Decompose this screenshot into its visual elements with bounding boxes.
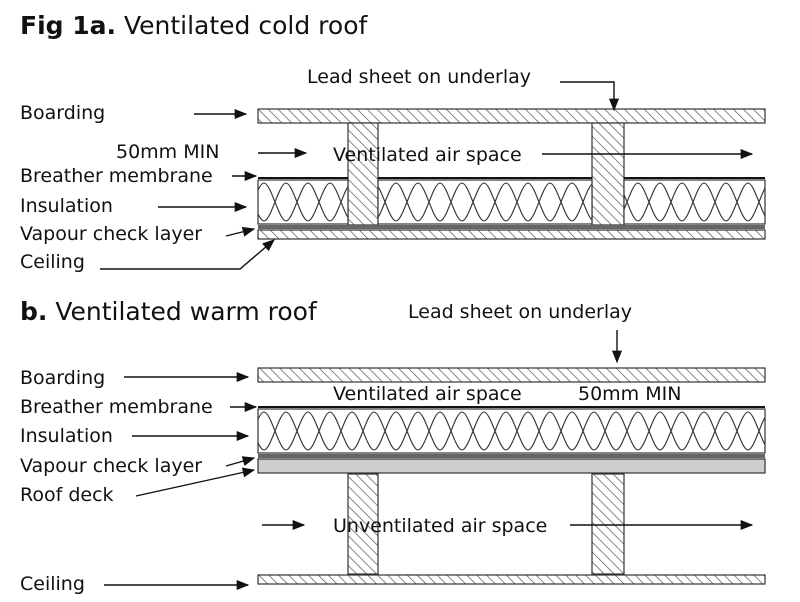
- fig-b-ceiling-label: Ceiling: [20, 573, 85, 595]
- fig-a-joist-right: [591, 122, 625, 226]
- fig-a-insulation-right: [623, 179, 766, 225]
- fig-b-boarding-layer: [257, 367, 766, 383]
- fig-a-vapour-label: Vapour check layer: [20, 223, 202, 245]
- fig-b-vapour-label: Vapour check layer: [20, 455, 202, 477]
- fig-a-breather-label: Breather membrane: [20, 165, 213, 187]
- fig-a-lead-sheet-label: Lead sheet on underlay: [307, 66, 531, 88]
- fig-b-joist-left: [347, 473, 379, 575]
- fig-b-vapour-arrow: [225, 456, 256, 467]
- fig-a-min-gap-label: 50mm MIN: [116, 141, 219, 163]
- fig-b-title-bold: b.: [20, 297, 47, 326]
- fig-a-ceiling-arrow: [100, 239, 275, 270]
- svg-text:Fig 1a. Ventilated cold roof: Fig 1a. Ventilated cold roof: [20, 11, 368, 40]
- fig-b-breather-label: Breather membrane: [20, 396, 213, 418]
- fig-b-ceiling-layer: [257, 574, 766, 585]
- fig-a-title-bold: Fig 1a.: [20, 11, 116, 40]
- fig-b-title-rest: Ventilated warm roof: [47, 297, 318, 326]
- fig-a-air-space-label: Ventilated air space: [333, 144, 522, 166]
- fig-b-lead-sheet-label: Lead sheet on underlay: [408, 301, 632, 323]
- fig-a-boarding-layer: [257, 108, 766, 124]
- fig-b-vapour-check-layer: [258, 454, 765, 458]
- fig-a-lead-sheet-arrow: [560, 81, 620, 112]
- fig-b-joist-right: [591, 473, 625, 575]
- fig-a-insulation-mid: [377, 179, 593, 225]
- fig-a-ceiling-layer: [257, 229, 766, 240]
- fig-a-insulation-label: Insulation: [20, 195, 113, 217]
- fig-b-air-space-label: Ventilated air space: [333, 383, 522, 405]
- fig-a-title: Fig 1a. Ventilated cold roof: [20, 11, 368, 40]
- fig-b-insulation-layer: [257, 408, 766, 454]
- fig-a-vapour-check-layer: [258, 225, 765, 229]
- fig-b-title: b. Ventilated warm roof: [20, 297, 318, 326]
- fig-b-unvent-space-label: Unventilated air space: [333, 515, 547, 537]
- fig-b-boarding-label: Boarding: [20, 367, 105, 389]
- fig-a-title-rest: Ventilated cold roof: [116, 11, 368, 40]
- fig-a-boarding-label: Boarding: [20, 102, 105, 124]
- fig-b-insulation-label: Insulation: [20, 425, 113, 447]
- fig-a-insulation-left: [257, 179, 349, 225]
- fig-a-joist-left: [347, 122, 379, 226]
- fig-a-ceiling-label: Ceiling: [20, 251, 85, 273]
- fig-b-min-gap-label: 50mm MIN: [578, 383, 681, 405]
- fig-a-vapour-arrow: [225, 226, 256, 237]
- fig-b-roof-deck: [257, 458, 766, 474]
- fig-b-roof-deck-label: Roof deck: [20, 484, 114, 506]
- fig-b-roof-deck-arrow: [135, 467, 256, 497]
- svg-text:b. Ventilated warm roof: b. Ventilated warm roof: [20, 297, 318, 326]
